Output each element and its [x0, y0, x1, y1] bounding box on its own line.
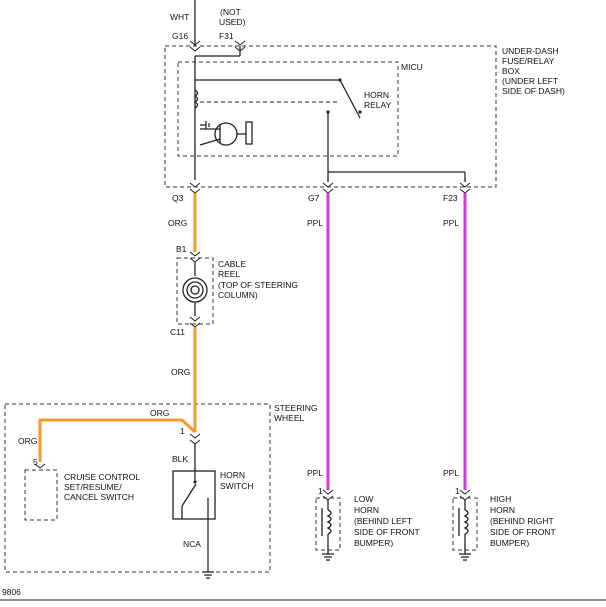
- label-fusebox-3: BOX: [502, 66, 520, 76]
- low-horn-coil: [326, 509, 332, 535]
- horn-switch-box: [172, 470, 216, 520]
- label-low-horn-1: LOW: [354, 494, 373, 504]
- label-b1: B1: [176, 244, 187, 254]
- label-nca: NCA: [183, 539, 201, 549]
- label-cable-reel-1: CABLE: [218, 259, 246, 269]
- connector-c11: [189, 316, 201, 328]
- org-wire-cruise-branch: [38, 418, 197, 462]
- label-org-2: ORG: [171, 367, 190, 377]
- label-c11: C11: [170, 327, 185, 337]
- label-ppl-4: PPL: [443, 468, 459, 478]
- label-org-4: ORG: [18, 436, 37, 446]
- connector-pin1-switch: [189, 433, 201, 445]
- label-fusebox-2: FUSE/RELAY: [502, 56, 555, 66]
- label-steering-2: WHEEL: [274, 413, 305, 423]
- label-cable-reel-3: (TOP OF STEERING: [218, 280, 298, 290]
- label-steering-1: STEERING: [274, 403, 317, 413]
- label-g16: G16: [172, 31, 188, 41]
- label-ppl-2: PPL: [443, 218, 459, 228]
- label-horn-relay-1: HORN: [364, 90, 389, 100]
- connector-b1: [189, 251, 201, 263]
- label-low-horn-4: SIDE OF FRONT: [354, 527, 420, 537]
- cable-reel-coil-inner: [190, 285, 200, 295]
- label-pin-5: 5: [33, 457, 38, 467]
- horn-switch-contact-arm: [181, 483, 197, 507]
- connector-f23: [459, 182, 471, 194]
- relay-coil: [193, 89, 199, 109]
- label-f23: F23: [443, 193, 458, 203]
- label-pin-1-low: 1: [318, 486, 323, 496]
- label-org-1: ORG: [168, 218, 187, 228]
- label-wht: WHT: [170, 12, 189, 22]
- connector-pin5: [34, 463, 46, 469]
- control-block: [245, 121, 253, 145]
- label-org-3: ORG: [150, 408, 169, 418]
- label-blk: BLK: [172, 454, 188, 464]
- horn-switch-dot: [193, 480, 197, 484]
- label-low-horn-5: BUMPER): [354, 538, 393, 548]
- label-horn-switch-1: HORN: [220, 470, 245, 480]
- label-pin-1-high: 1: [455, 486, 460, 496]
- label-ppl-1: PPL: [307, 218, 323, 228]
- connector-q3: [189, 182, 201, 194]
- relay-output-dot: [326, 110, 330, 114]
- relay-contact-dot: [358, 110, 362, 114]
- label-horn-relay-2: RELAY: [364, 100, 392, 110]
- label-cable-reel-2: REEL: [218, 269, 240, 279]
- high-horn-coil: [463, 509, 469, 535]
- label-high-horn-1: HIGH: [490, 494, 511, 504]
- label-fusebox-4: (UNDER LEFT: [502, 76, 558, 86]
- label-high-horn-2: HORN: [490, 505, 515, 515]
- label-f31: F31: [219, 31, 234, 41]
- label-horn-switch-2: SWITCH: [220, 481, 254, 491]
- label-pin-1-switch: 1: [180, 426, 185, 436]
- connector-g7: [322, 182, 334, 194]
- micu-outline: [177, 61, 399, 157]
- label-cruise-2: SET/RESUME/: [64, 482, 122, 492]
- cable-reel-outline: [176, 257, 214, 325]
- connector-f31: [234, 40, 246, 52]
- label-not-used-2: USED): [219, 17, 246, 27]
- label-cruise-1: CRUISE CONTROL: [64, 472, 140, 482]
- label-fusebox-5: SIDE OF DASH): [502, 86, 565, 96]
- transistor-symbol: [214, 122, 238, 146]
- relay-contact-arm: [339, 79, 361, 119]
- label-g7: G7: [308, 193, 320, 203]
- label-low-horn-2: HORN: [354, 505, 379, 515]
- cruise-switch-outline: [24, 469, 58, 521]
- label-fusebox-1: UNDER-DASH: [502, 46, 559, 56]
- label-ppl-3: PPL: [307, 468, 323, 478]
- label-micu: MICU: [401, 62, 423, 72]
- label-high-horn-4: SIDE OF FRONT: [490, 527, 556, 537]
- label-not-used-1: (NOT: [220, 7, 241, 17]
- relay-pivot-dot: [338, 78, 342, 82]
- connector-g16: [189, 40, 201, 52]
- label-figure-id: 9806: [2, 587, 21, 597]
- label-high-horn-5: BUMPER): [490, 538, 529, 548]
- cable-reel-coil-mid: [186, 281, 204, 299]
- label-high-horn-3: (BEHIND RIGHT: [490, 516, 554, 526]
- label-cruise-3: CANCEL SWITCH: [64, 492, 134, 502]
- transistor-emitter: [199, 138, 221, 146]
- fuse-relay-box-outline: [164, 45, 497, 188]
- label-q3: Q3: [172, 193, 184, 203]
- label-cable-reel-4: COLUMN): [218, 290, 258, 300]
- label-low-horn-3: (BEHIND LEFT: [354, 516, 412, 526]
